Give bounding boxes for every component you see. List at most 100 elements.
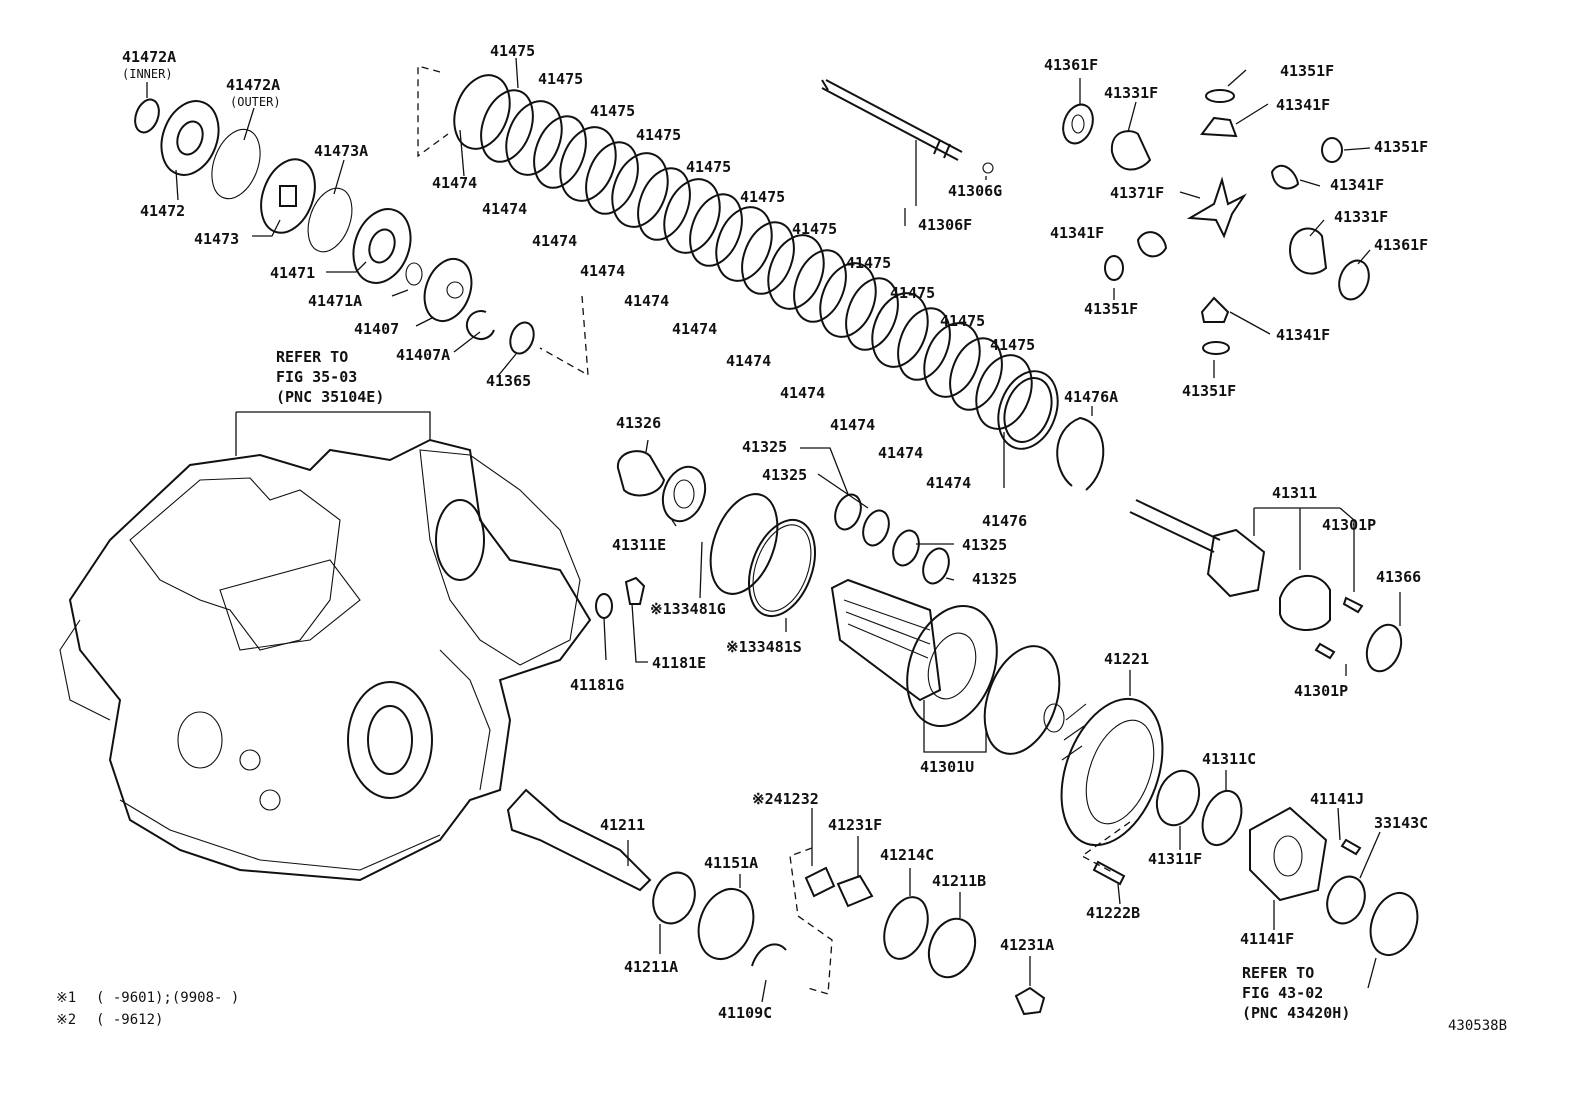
label-41472: 41472 (140, 202, 185, 220)
label-41474-7: 41474 (726, 352, 771, 370)
label-41311c: 41311C (1202, 750, 1256, 768)
label-41325-4: 41325 (972, 570, 1017, 588)
figure-code: 430538B (1448, 1018, 1507, 1034)
labels: 41472A (INNER) 41472A (OUTER) 41472 4147… (56, 42, 1507, 1034)
label-41341f-2: 41341F (1330, 176, 1384, 194)
refer-note-2-line2: FIG 43-02 (1242, 984, 1323, 1002)
label-41211b: 41211B (932, 872, 986, 890)
refer-note-2-line3: (PNC 43420H) (1242, 1004, 1350, 1022)
differential-gears (1062, 89, 1370, 355)
label-41474-4: 41474 (580, 262, 625, 280)
label-41325-2: 41325 (762, 466, 807, 484)
leader-lines (146, 57, 1401, 1003)
label-41231a: 41231A (1000, 936, 1054, 954)
label-41476: 41476 (982, 512, 1027, 530)
label-41474-5: 41474 (624, 292, 669, 310)
label-41214c: 41214C (880, 846, 934, 864)
label-41472a-outer: 41472A (226, 76, 280, 94)
footnote-2-text: ( -9612) (96, 1012, 163, 1028)
label-41472a-inner-sub: (INNER) (122, 67, 173, 81)
right-output-parts (1129, 499, 1419, 956)
label-33143c: 33143C (1374, 814, 1428, 832)
label-41361f-1: 41361F (1044, 56, 1098, 74)
label-41474-6: 41474 (672, 320, 717, 338)
label-41475-9: 41475 (890, 284, 935, 302)
label-41181g: 41181G (570, 676, 624, 694)
label-41366: 41366 (1376, 568, 1421, 586)
bottom-parts (506, 788, 1046, 1016)
label-41211a: 41211A (624, 958, 678, 976)
label-133481s: ※133481S (726, 638, 802, 656)
label-41301p-1: 41301P (1322, 516, 1376, 534)
refer-note-1-line1: REFER TO (276, 348, 348, 366)
label-41475-3: 41475 (590, 102, 635, 120)
label-41325-1: 41325 (742, 438, 787, 456)
refer-note-2-line1: REFER TO (1242, 964, 1314, 982)
label-41361f-2: 41361F (1374, 236, 1428, 254)
label-41351f-2: 41351F (1374, 138, 1428, 156)
label-41306g: 41306G (948, 182, 1002, 200)
label-41341f-3: 41341F (1050, 224, 1104, 242)
refer-note-1-line3: (PNC 35104E) (276, 388, 384, 406)
label-41475-1: 41475 (490, 42, 535, 60)
label-41351f-3: 41351F (1084, 300, 1138, 318)
left-bearing-group (134, 98, 589, 377)
footnote-2-mark: ※2 (56, 1012, 76, 1028)
label-41472a-outer-sub: (OUTER) (230, 95, 281, 109)
label-41474-9: 41474 (830, 416, 875, 434)
label-41473: 41473 (194, 230, 239, 248)
label-41407a: 41407A (396, 346, 450, 364)
label-41351f-1: 41351F (1280, 62, 1334, 80)
label-41231f: 41231F (828, 816, 882, 834)
footnote-1-text: ( -9601);(9908- ) (96, 990, 239, 1006)
label-41141j: 41141J (1310, 790, 1364, 808)
label-41325-3: 41325 (962, 536, 1007, 554)
label-41211: 41211 (600, 816, 645, 834)
label-41151a: 41151A (704, 854, 758, 872)
shaft-41306f (821, 79, 994, 174)
label-41471a: 41471A (308, 292, 362, 310)
label-41181e: 41181E (652, 654, 706, 672)
label-241232: ※241232 (752, 790, 819, 808)
label-41222b: 41222B (1086, 904, 1140, 922)
label-41141f: 41141F (1240, 930, 1294, 948)
label-41475-2: 41475 (538, 70, 583, 88)
label-41475-7: 41475 (792, 220, 837, 238)
label-41365: 41365 (486, 372, 531, 390)
label-41471: 41471 (270, 264, 315, 282)
label-41221: 41221 (1104, 650, 1149, 668)
label-41475-4: 41475 (636, 126, 681, 144)
label-41311: 41311 (1272, 484, 1317, 502)
label-41476a: 41476A (1064, 388, 1118, 406)
label-41109c: 41109C (718, 1004, 772, 1022)
label-41341f-1: 41341F (1276, 96, 1330, 114)
label-41341f-4: 41341F (1276, 326, 1330, 344)
label-41306f: 41306F (918, 216, 972, 234)
label-41326: 41326 (616, 414, 661, 432)
label-41311e: 41311E (612, 536, 666, 554)
label-41475-8: 41475 (846, 254, 891, 272)
label-41474-8: 41474 (780, 384, 825, 402)
label-41475-6: 41475 (740, 188, 785, 206)
label-133481g: ※133481G (650, 600, 726, 618)
label-41311f: 41311F (1148, 850, 1202, 868)
label-41473a: 41473A (314, 142, 368, 160)
label-41301u: 41301U (920, 758, 974, 776)
label-41474-3: 41474 (532, 232, 577, 250)
label-41475-11: 41475 (990, 336, 1035, 354)
clutch-plate-stack (417, 65, 1105, 491)
label-41331f-1: 41331F (1104, 84, 1158, 102)
refer-note-1-line2: FIG 35-03 (276, 368, 357, 386)
label-41474-1: 41474 (432, 174, 477, 192)
label-41351f-4: 41351F (1182, 382, 1236, 400)
label-41474-10: 41474 (878, 444, 923, 462)
label-41474-2: 41474 (482, 200, 527, 218)
label-41475-10: 41475 (940, 312, 985, 330)
differential-case (830, 578, 1164, 886)
label-41472a-inner: 41472A (122, 48, 176, 66)
label-41331f-2: 41331F (1334, 208, 1388, 226)
middle-parts (595, 450, 950, 619)
label-41475-5: 41475 (686, 158, 731, 176)
label-41474-11: 41474 (926, 474, 971, 492)
